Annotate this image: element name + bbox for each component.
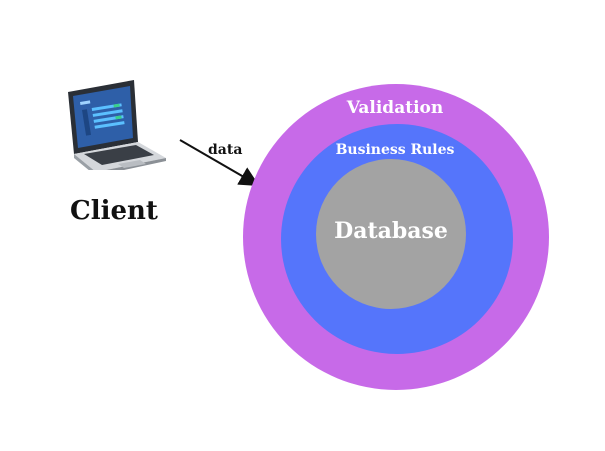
data-flow-arrow [179, 139, 260, 187]
database-label: Database [334, 218, 448, 244]
client-label: Client [70, 196, 158, 226]
validation-label: Validation [346, 98, 444, 118]
database-layer [316, 159, 466, 309]
data-flow-label: data [208, 142, 243, 158]
business-rules-label: Business Rules [335, 142, 455, 158]
laptop-icon [68, 80, 166, 170]
